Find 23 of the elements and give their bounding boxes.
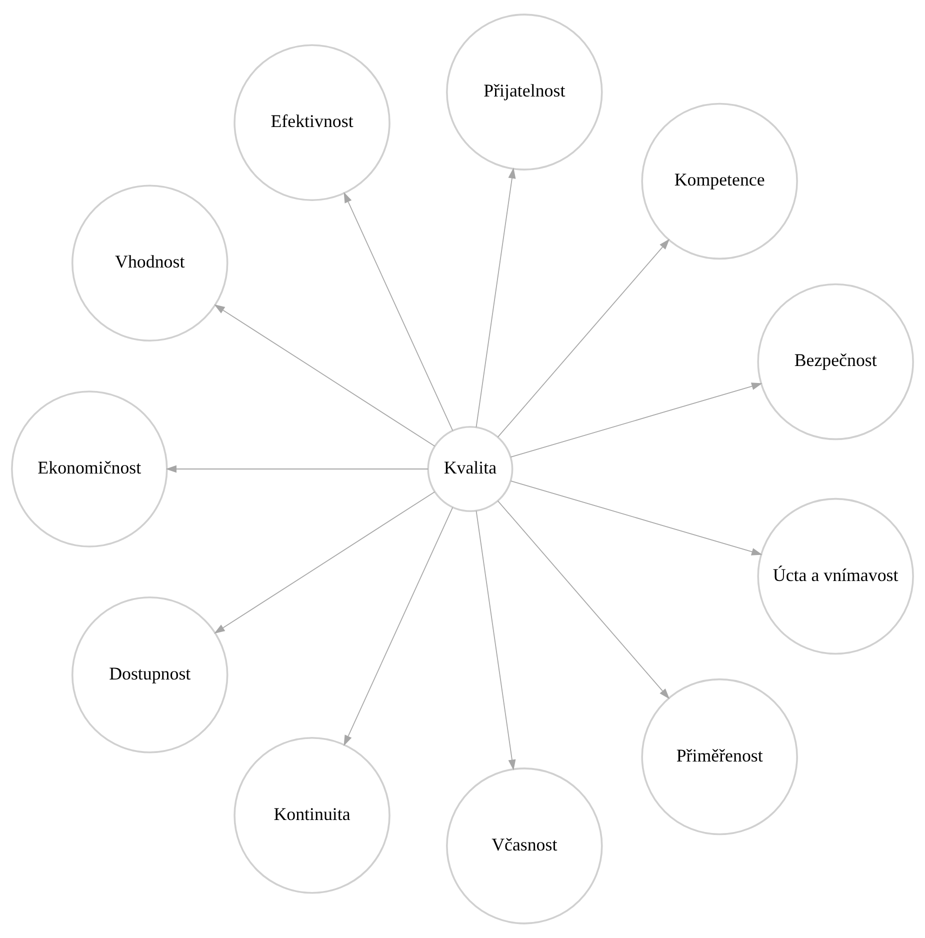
- arrow: [214, 491, 436, 634]
- node-circle: Kontinuita: [234, 737, 390, 894]
- node-circle: Kompetence: [641, 102, 798, 260]
- node-circle: Přijatelnost: [446, 14, 603, 170]
- node-circle: Bezpečnost: [757, 283, 914, 440]
- arrow: [510, 382, 762, 458]
- node-circle: Kvalita: [427, 426, 514, 512]
- arrow: [214, 304, 436, 447]
- arrow: [497, 238, 670, 438]
- arrow: [497, 500, 670, 700]
- node-circle: Včasnost: [446, 768, 603, 924]
- node-circle: Dostupnost: [71, 596, 228, 754]
- node-circle: Přiměřenost: [641, 678, 798, 836]
- arrow: [166, 465, 428, 473]
- arrow: [344, 506, 454, 746]
- node-circle: Vhodnost: [71, 184, 228, 342]
- node-circle: Ekonomičnost: [11, 390, 168, 548]
- arrow: [476, 510, 516, 770]
- arrow: [510, 480, 762, 556]
- arrow: [344, 192, 454, 432]
- arrow: [476, 168, 516, 428]
- node-circle: Efektivnost: [234, 44, 390, 201]
- node-circle: Úcta a vnímavost: [757, 498, 914, 655]
